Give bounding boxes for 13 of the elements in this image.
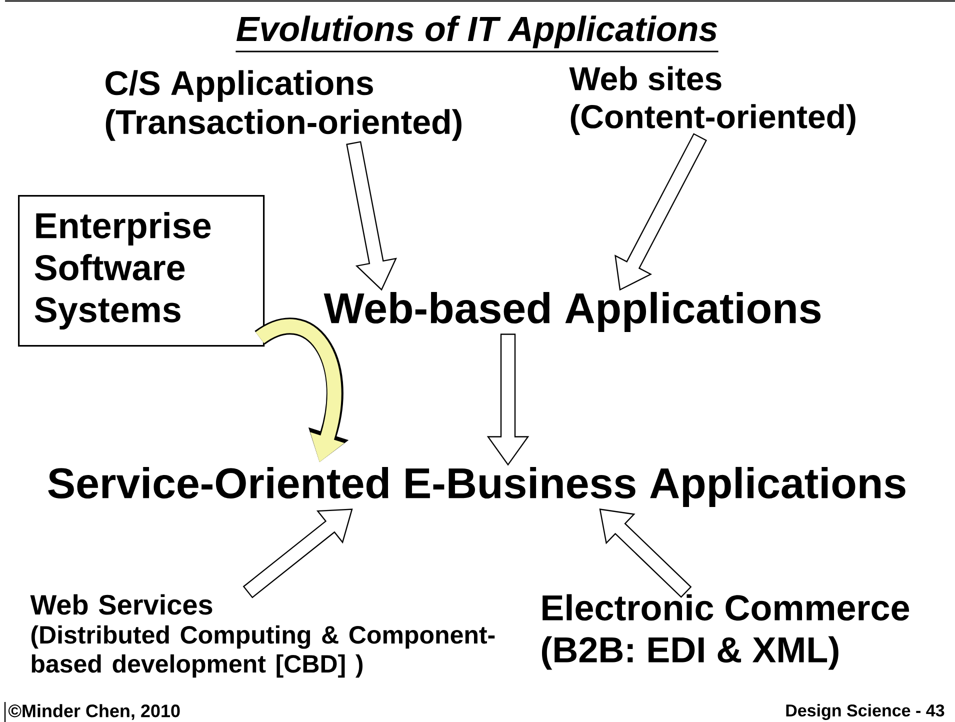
block-arrow — [599, 508, 692, 598]
source-label: C/S Applications (Transaction-oriented) — [106, 70, 462, 141]
block-arrow — [346, 141, 397, 291]
block-arrow — [486, 334, 530, 466]
system-box: Enterprise Software Systems — [18, 194, 265, 347]
source-label: Web Services (Distributed Computing & Component-based development [CBD] ) — [30, 594, 495, 678]
title: Evolutions of IT Applications — [236, 16, 718, 52]
source-label: Web sites (Content-oriented) — [569, 66, 856, 135]
stage-label: Service-Oriented E-Business Applications — [48, 466, 906, 508]
source-label: Electronic Commerce (B2B: EDI & XML) — [542, 594, 910, 670]
stage-label: Web-based Applications — [324, 292, 821, 332]
footer-text: ©Minder Chen, 2010 — [8, 704, 180, 720]
footer-text: Design Science - 43 — [786, 704, 944, 720]
